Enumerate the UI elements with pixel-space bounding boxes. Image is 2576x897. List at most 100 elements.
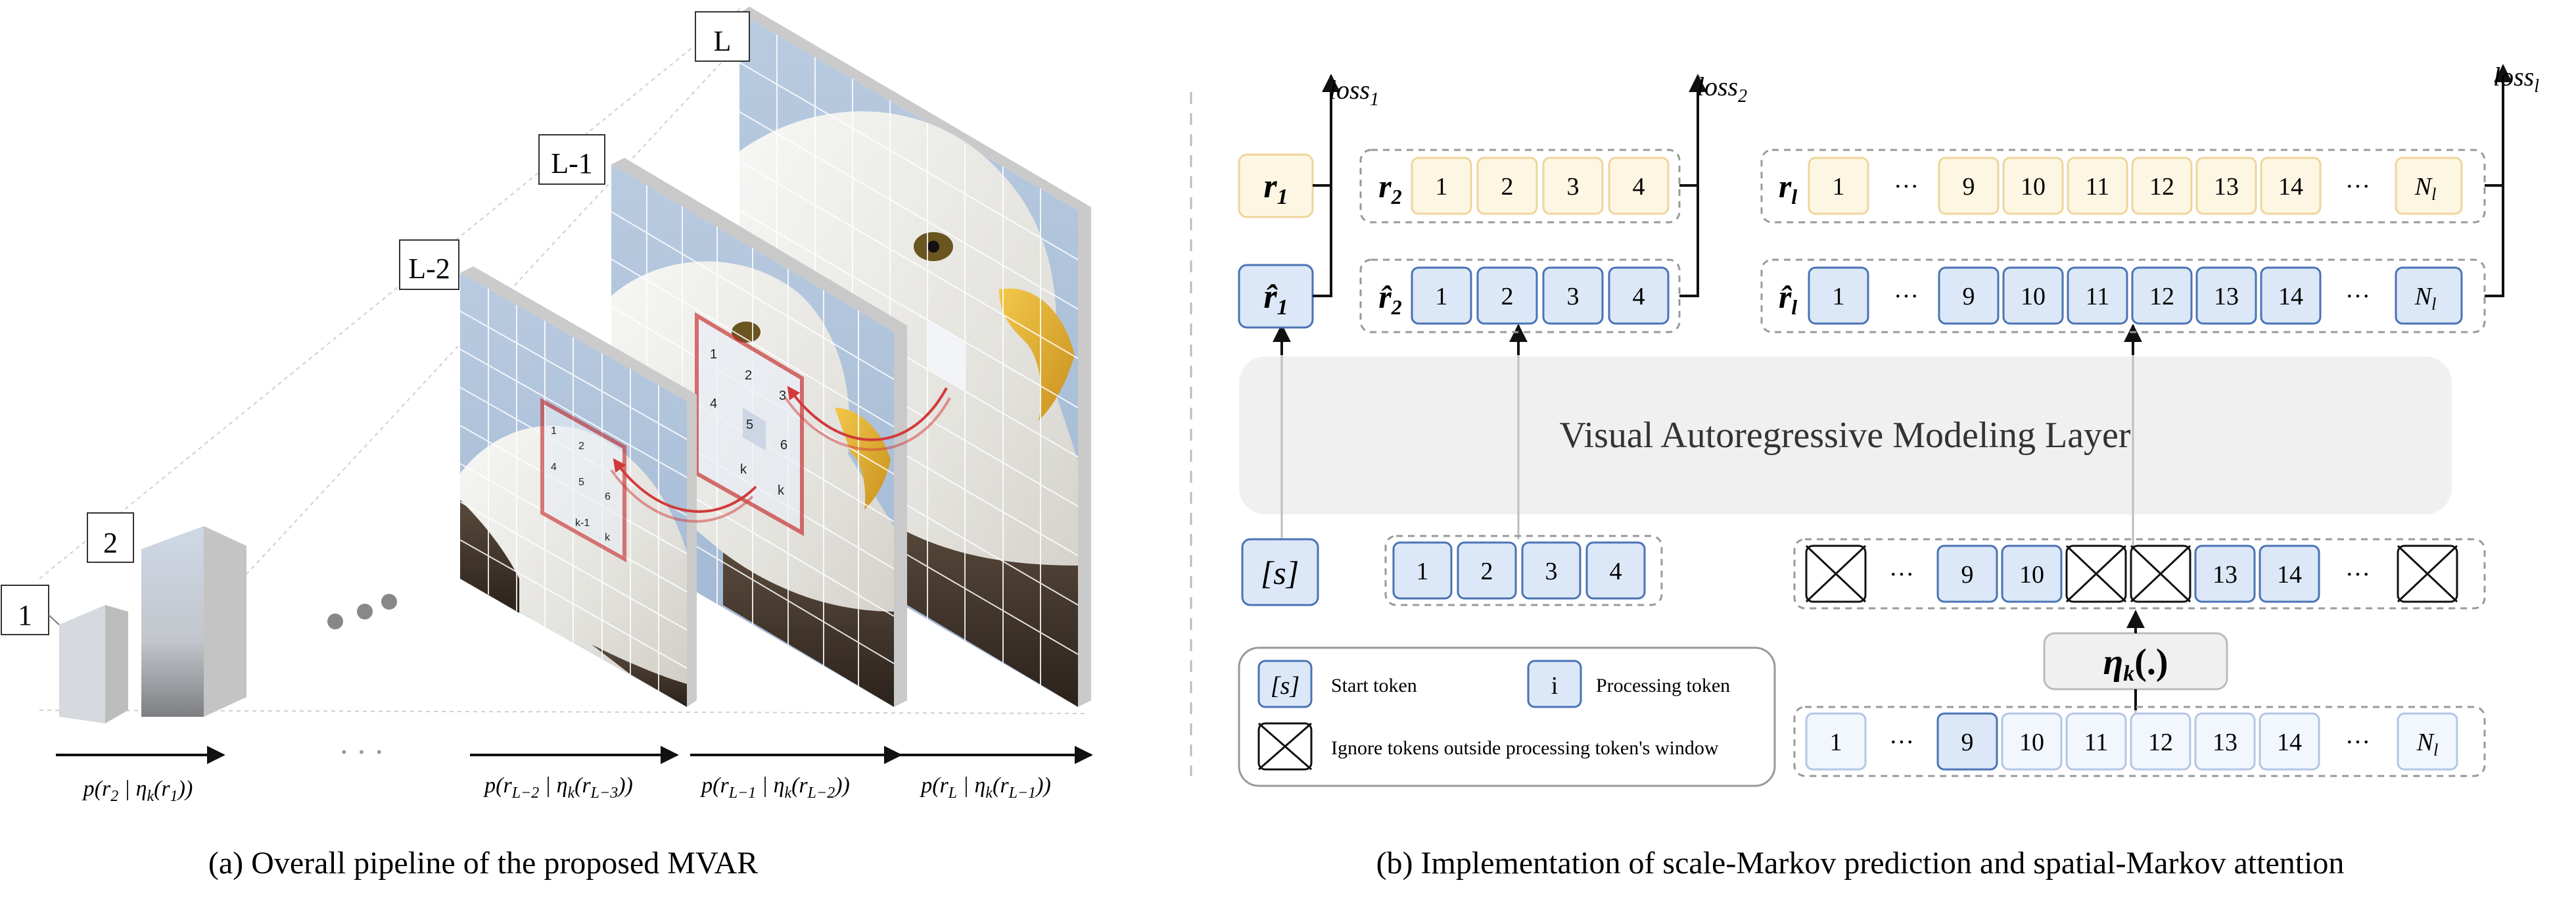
svg-text:5: 5: [746, 418, 753, 432]
scale-L-2-block: 1 2 4 5 6 k-1 k L-2: [399, 239, 697, 707]
svg-text:10: 10: [2021, 283, 2046, 310]
svg-text:1: 1: [710, 347, 717, 362]
svg-text:13: 13: [2213, 729, 2237, 756]
svg-text:···: ···: [1894, 283, 1919, 310]
svg-text:12: 12: [2149, 283, 2174, 310]
caption-a: (a) Overall pipeline of the proposed MVA…: [208, 846, 758, 881]
full-scale-row-tokens: 1 ··· 9 10 11 12 13 14 ··· Nl: [1805, 712, 2458, 771]
scale-L-1-label: L-1: [551, 147, 593, 180]
svg-text:10: 10: [2019, 729, 2044, 756]
svg-text:10: 10: [2021, 173, 2046, 201]
pred-rl-label: r̂l: [1779, 278, 1797, 319]
svg-text:···: ···: [2345, 283, 2370, 310]
svg-text:11: 11: [2086, 173, 2110, 201]
output-arrows: [1273, 324, 2142, 355]
target-r2-tokens: 1 2 3 4: [1411, 157, 1670, 215]
svg-text:11: 11: [2084, 729, 2109, 756]
svg-text:3: 3: [1567, 173, 1580, 201]
svg-text:4: 4: [1633, 173, 1645, 201]
svg-text:2: 2: [1501, 173, 1514, 201]
loss-labels: loss1 loss2 lossl: [1329, 62, 2539, 110]
legend-start-token-symbol: [s]: [1271, 672, 1300, 700]
svg-text:k: k: [778, 483, 785, 498]
svg-text:···: ···: [1889, 561, 1914, 589]
prob-label-l2: p(rL−2 | ηk(rL−3)): [483, 773, 633, 802]
prob-ellipsis: ···: [339, 733, 391, 770]
scale-L-label-box: [695, 11, 750, 62]
svg-text:13: 13: [2213, 561, 2237, 589]
svg-text:1: 1: [551, 425, 557, 437]
svg-text:3: 3: [1567, 283, 1580, 310]
scale-1-block: 1: [1, 585, 128, 723]
svg-text:4: 4: [1633, 283, 1645, 310]
scale-1-label: 1: [18, 599, 32, 631]
ignore-token-icon: [2130, 545, 2191, 603]
svg-text:k: k: [605, 532, 611, 543]
svg-text:14: 14: [2277, 561, 2302, 589]
svg-text:11: 11: [2086, 283, 2110, 310]
target-r1-label: r1: [1263, 168, 1288, 209]
legend-start-token-label: Start token: [1331, 675, 1417, 696]
svg-text:···: ···: [2345, 729, 2370, 756]
target-rl-tokens: 1 ··· 9 10 11 12 13 14 ··· Nl: [1808, 157, 2463, 215]
svg-text:k-1: k-1: [575, 518, 590, 529]
ignore-token-icon: [2397, 545, 2458, 603]
scale-1-label-box: [1, 585, 49, 635]
loss-1: loss1: [1329, 75, 1379, 110]
prob-label-2: p(r2 | ηk(r1)): [82, 777, 193, 805]
loss-l: lossl: [2493, 62, 2539, 97]
legend-processing-symbol: i: [1551, 672, 1558, 700]
start-token-input: [1241, 538, 1319, 606]
svg-text:6: 6: [780, 438, 787, 452]
scale-2-label: 2: [103, 527, 118, 559]
scale-L-2-label: L-2: [408, 253, 450, 285]
svg-text:12: 12: [2149, 173, 2174, 201]
svg-text:14: 14: [2278, 283, 2303, 310]
svg-text:6: 6: [605, 491, 611, 502]
svg-text:···: ···: [1889, 729, 1914, 756]
svg-text:···: ···: [2345, 561, 2370, 589]
svg-text:2: 2: [1481, 558, 1493, 585]
masked-row-group: [1793, 538, 2486, 610]
scale-2-block: 2: [87, 512, 246, 717]
legend-start-token-icon: [1257, 660, 1313, 708]
svg-text:1: 1: [1833, 283, 1845, 310]
prob-label-l: p(rL | ηk(rL−1)): [920, 773, 1051, 802]
svg-text:9: 9: [1961, 729, 1974, 756]
panel-a: 1 2: [1, 6, 1093, 881]
legend-ignore-label: Ignore tokens outside processing token's…: [1331, 737, 1719, 759]
svg-text:12: 12: [2148, 729, 2173, 756]
scale-2-label-box: [87, 512, 134, 563]
legend-ignore-icon: [1257, 722, 1313, 771]
pred-r2-tokens: 1 2 3 4: [1411, 266, 1670, 325]
svg-text:14: 14: [2278, 173, 2303, 201]
svg-text:1: 1: [1436, 283, 1448, 310]
markov-arrows: [610, 385, 951, 523]
legend-processing-label: Processing token: [1596, 675, 1730, 696]
ignore-token-icon: [2065, 545, 2127, 603]
legend-processing-token-icon: [1527, 660, 1582, 708]
panel-b: Visual Autoregressive Modeling Layer r1 …: [1238, 62, 2539, 881]
svg-text:9: 9: [1961, 561, 1974, 589]
svg-text:2: 2: [1501, 283, 1514, 310]
svg-text:9: 9: [1963, 173, 1975, 201]
loss-brackets: [1313, 64, 2512, 297]
legend-box: [1238, 646, 1776, 787]
svg-text:4: 4: [1610, 558, 1622, 585]
svg-text:2: 2: [578, 441, 584, 452]
svg-text:1: 1: [1833, 173, 1845, 201]
svg-text:9: 9: [1963, 283, 1975, 310]
scale-L-1-window-numbers: 1 2 3 4 5 6 k k: [710, 347, 787, 498]
svg-text:14: 14: [2277, 729, 2302, 756]
loss-2: loss2: [1697, 72, 1747, 107]
scale-L-2-label-box: [399, 239, 459, 290]
target-rl-label: rl: [1779, 168, 1797, 208]
full-scale-row-group: [1793, 706, 2486, 777]
start-token-input-label: [s]: [1261, 554, 1299, 591]
target-rl-nl: Nl: [2414, 173, 2437, 204]
svg-text:···: ···: [1894, 173, 1919, 201]
svg-text:4: 4: [710, 397, 717, 411]
svg-text:3: 3: [779, 389, 786, 403]
svg-text:10: 10: [2019, 561, 2044, 589]
svg-text:13: 13: [2214, 283, 2239, 310]
